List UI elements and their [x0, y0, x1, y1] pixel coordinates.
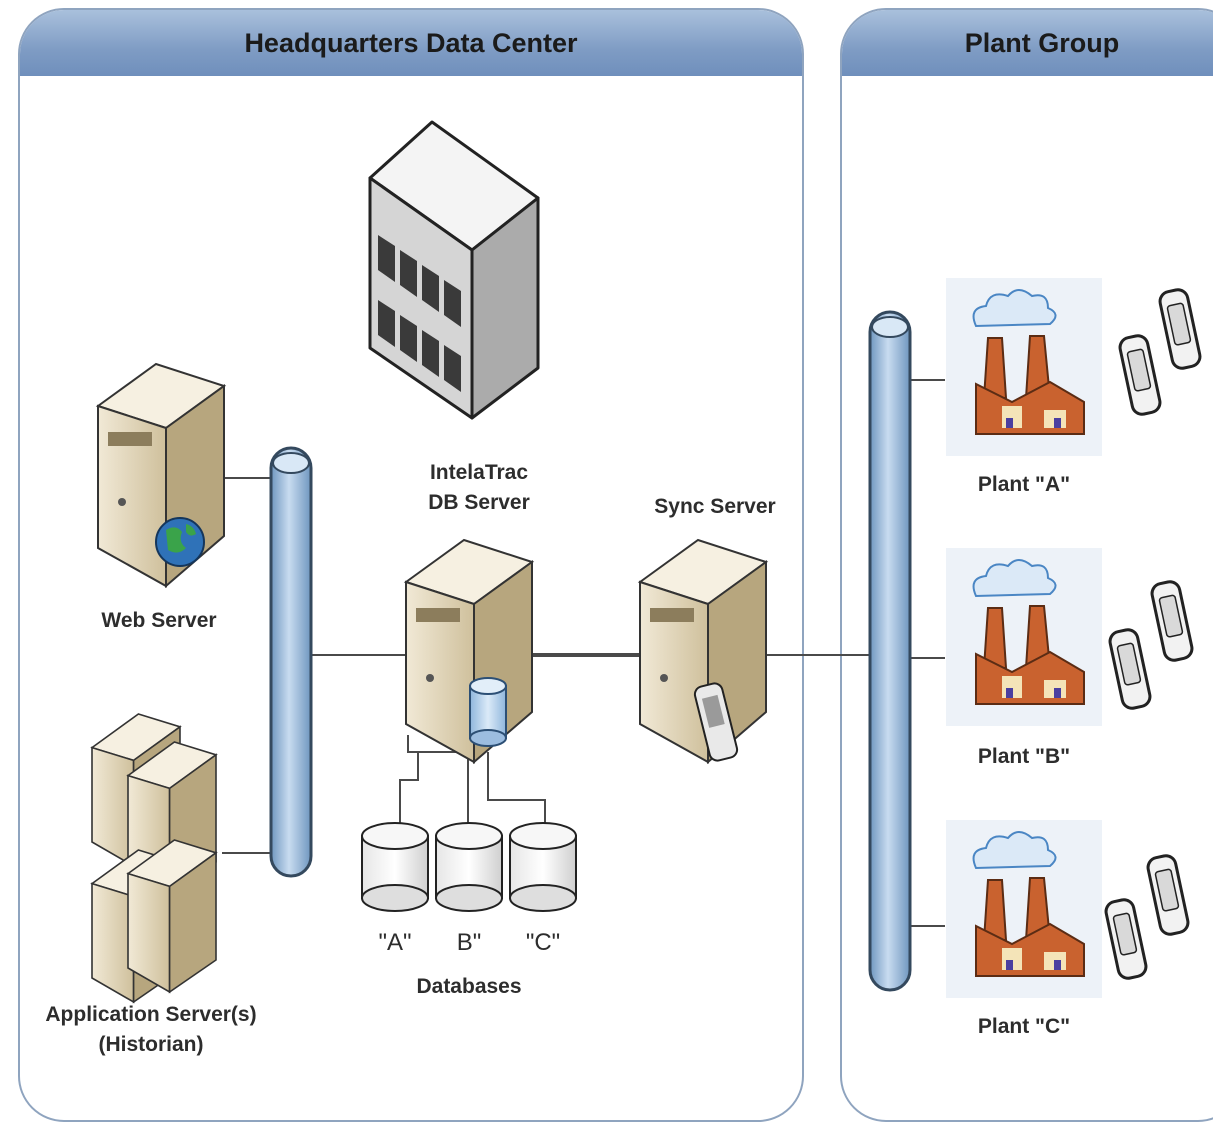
web-server-label: Web Server: [101, 609, 217, 632]
sync-server-icon: [637, 538, 769, 765]
plant-c-handhelds-icon: [1104, 854, 1190, 980]
web-server-icon: [95, 362, 227, 589]
db-server-label: IntelaTrac DB Server: [404, 458, 554, 519]
globe-icon: [155, 517, 205, 567]
plant-a-label: Plant "A": [977, 473, 1071, 496]
plant-a-icon: [946, 278, 1102, 456]
db-server-label-line1: IntelaTrac: [429, 461, 529, 484]
app-server-label-line2: (Historian): [98, 1033, 204, 1057]
app-server-label: Application Server(s) (Historian): [26, 1000, 276, 1061]
database-b-label: B": [456, 929, 482, 956]
hq-panel-title: Headquarters Data Center: [20, 10, 802, 76]
handheld-device-icon: [693, 682, 739, 762]
application-servers-icon: [90, 713, 218, 1004]
databases-caption: Databases: [416, 975, 522, 998]
network-diagram: [90, 120, 1202, 1004]
database-b-icon: [435, 822, 503, 912]
plant-b-handhelds-icon: [1108, 580, 1194, 710]
plant-c-label: Plant "C": [977, 1015, 1071, 1038]
db-server-icon: [403, 538, 535, 765]
hq-network-bus: [269, 446, 313, 878]
plant-b-label: Plant "B": [977, 745, 1071, 768]
plant-a-handhelds-icon: [1118, 288, 1202, 416]
database-a-icon: [361, 822, 429, 912]
plant-network-bus: [868, 310, 912, 992]
office-building-icon: [368, 120, 540, 420]
app-server-label-line1: Application Server(s): [45, 1003, 257, 1026]
database-c-label: "C": [525, 929, 561, 956]
plant-b-icon: [946, 548, 1102, 726]
plant-group-panel-title: Plant Group: [842, 10, 1213, 76]
database-icon: [469, 677, 507, 747]
sync-server-label: Sync Server: [654, 495, 776, 518]
database-c-icon: [509, 822, 577, 912]
plant-c-icon: [946, 820, 1102, 998]
db-server-label-line2: DB Server: [428, 491, 530, 515]
database-a-label: "A": [378, 929, 412, 956]
connection-lines: [222, 379, 945, 927]
